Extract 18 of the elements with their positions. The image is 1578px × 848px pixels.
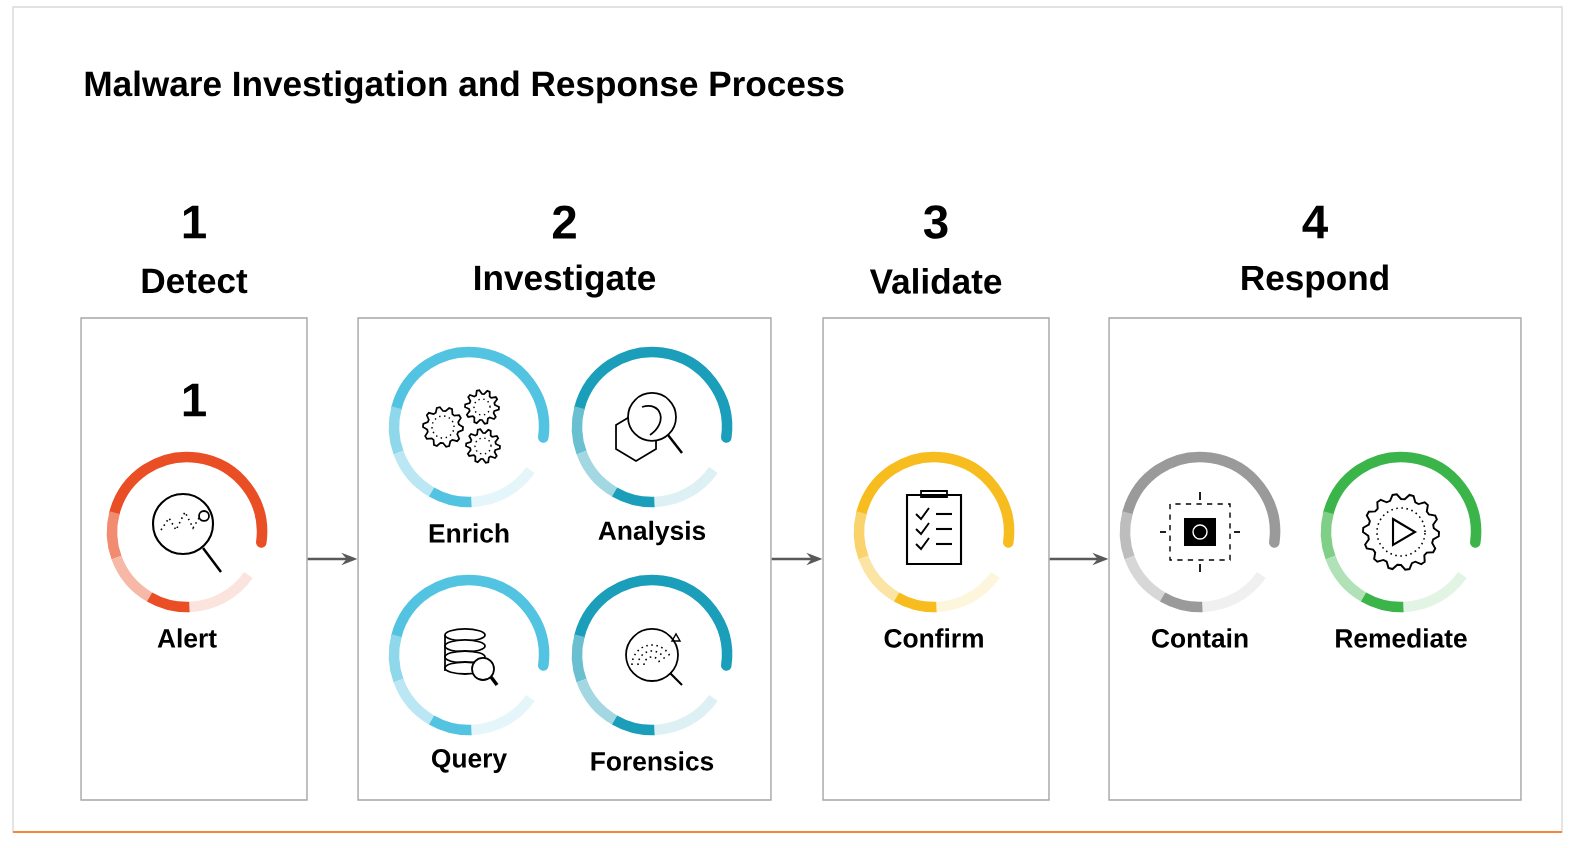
step-label: Contain [1152,628,1248,648]
title: Malware Investigation and Response Process [85,70,844,104]
step-label: Forensics [591,751,714,771]
step-number: 1 [183,383,206,417]
stage-heading: Validate [869,268,1002,294]
stage-heading: Detect [142,268,248,294]
step-label: Enrich [429,523,509,543]
step-label: Remediate [1336,628,1467,648]
step-number: 1 [183,205,206,239]
step-number: 4 [1302,205,1328,239]
step-number: 2 [552,205,576,239]
stage-heading: Investigate [475,264,656,298]
step-label: Query [432,749,507,773]
step-label: Alert [157,628,217,648]
step-number: 3 [923,205,948,239]
stage-heading: Respond [1242,264,1388,298]
step-label: Analysis [598,520,706,546]
step-label: Confirm [884,628,983,648]
